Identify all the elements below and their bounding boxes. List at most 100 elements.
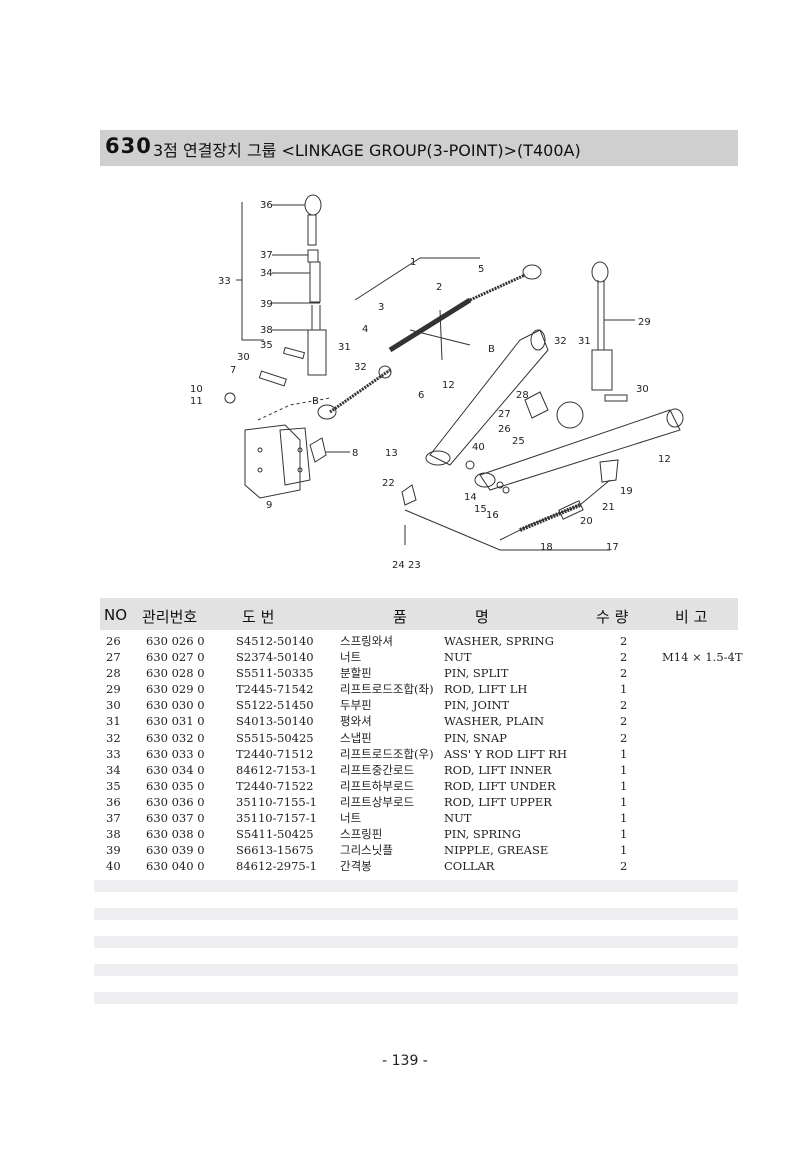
page-title: 3점 연결장치 그룹 <LINKAGE GROUP(3-POINT)>(T400…	[153, 141, 581, 160]
svg-text:17: 17	[606, 542, 619, 553]
svg-text:37: 37	[260, 250, 273, 261]
svg-text:19: 19	[620, 486, 633, 497]
cell-no: 26	[106, 634, 121, 648]
cell-no: 38	[106, 827, 121, 842]
col-code: 관리번호	[142, 608, 198, 626]
cell-code: 630 031 0	[146, 714, 205, 729]
svg-text:8: 8	[352, 448, 358, 459]
cell-no: 34	[106, 762, 121, 777]
col-note: 비 고	[675, 608, 708, 626]
cell-code: 630 033 0	[146, 746, 205, 761]
cell-code: 630 032 0	[146, 730, 205, 745]
cell-drawing: S5411-50425	[236, 827, 314, 842]
cell-code: 630 039 0	[146, 843, 205, 858]
cell-no: 29	[106, 682, 121, 697]
scan-stripes	[94, 880, 738, 1020]
cell-name-en: ROD, LIFT LH	[444, 682, 528, 697]
cell-qty: 2	[620, 634, 628, 648]
cell-name-kr: 리프트중간로드	[340, 762, 415, 777]
cell-code: 630 034 0	[146, 762, 205, 777]
cell-no: 28	[106, 666, 121, 681]
svg-text:39: 39	[260, 299, 273, 310]
cell-note	[662, 762, 752, 778]
svg-text:7: 7	[230, 365, 236, 376]
cell-name-en: COLLAR	[444, 859, 495, 874]
svg-text:24: 24	[392, 560, 405, 571]
cell-qty: 1	[620, 682, 628, 697]
cell-drawing: 35110-7155-1	[236, 794, 317, 809]
cell-note	[662, 730, 752, 746]
cell-note	[662, 858, 752, 874]
svg-text:22: 22	[382, 478, 395, 489]
svg-text:32: 32	[554, 336, 567, 347]
svg-text:21: 21	[602, 502, 615, 513]
cell-name-kr: 리프트로드조합(좌)	[340, 682, 434, 697]
cell-drawing: T2440-71522	[236, 778, 314, 793]
page-number: - 139 -	[382, 1053, 428, 1069]
cell-name-en: ROD, LIFT UPPER	[444, 794, 552, 809]
cell-no: 32	[106, 730, 121, 745]
cell-code: 630 027 0	[146, 650, 205, 665]
svg-text:16: 16	[486, 510, 499, 521]
cell-name-kr: 리프트상부로드	[340, 794, 415, 809]
cell-code: 630 040 0	[146, 859, 205, 874]
svg-text:30: 30	[636, 384, 649, 395]
svg-text:35: 35	[260, 340, 273, 351]
svg-text:38: 38	[260, 325, 273, 336]
cell-qty: 1	[620, 827, 628, 842]
svg-text:B: B	[488, 344, 495, 355]
cell-name-kr: 스프링와셔	[340, 634, 393, 648]
svg-text:25: 25	[512, 436, 525, 447]
col-qty: 수 량	[596, 608, 629, 626]
svg-text:34: 34	[260, 268, 273, 279]
cell-drawing: 35110-7157-1	[236, 811, 317, 826]
cell-qty: 2	[620, 650, 628, 665]
cell-no: 35	[106, 778, 121, 793]
col-drawing: 도 번	[242, 608, 275, 626]
cell-code: 630 038 0	[146, 827, 205, 842]
cell-qty: 2	[620, 859, 628, 874]
cell-name-en: PIN, SPRING	[444, 827, 521, 842]
col-name-1: 품	[393, 608, 407, 626]
cell-name-en: NUT	[444, 650, 472, 665]
cell-code: 630 035 0	[146, 778, 205, 793]
svg-text:6: 6	[418, 390, 424, 401]
cell-name-kr: 분할핀	[340, 666, 372, 681]
svg-text:30: 30	[237, 352, 250, 363]
svg-text:27: 27	[498, 409, 511, 420]
section-number: 630	[105, 134, 152, 158]
cell-code: 630 030 0	[146, 698, 205, 713]
cell-name-en: NIPPLE, GREASE	[444, 843, 549, 858]
title-bar	[100, 130, 738, 166]
svg-text:36: 36	[260, 200, 273, 211]
svg-text:5: 5	[478, 264, 484, 275]
svg-text:12: 12	[658, 454, 671, 465]
cell-no: 39	[106, 843, 121, 858]
cell-qty: 1	[620, 762, 628, 777]
cell-name-en: WASHER, SPRING	[444, 634, 554, 648]
cell-drawing: S6613-15675	[236, 843, 314, 858]
cell-no: 30	[106, 698, 121, 713]
col-name-2: 명	[475, 608, 489, 626]
cell-drawing: S5515-50425	[236, 730, 314, 745]
cell-note	[662, 665, 752, 681]
svg-text:B: B	[312, 396, 319, 407]
svg-text:3: 3	[378, 302, 384, 313]
cell-drawing: S4512-50140	[236, 634, 314, 648]
cell-drawing: S2374-50140	[236, 650, 314, 665]
cell-name-en: ASS' Y ROD LIFT RH	[444, 746, 568, 761]
cell-drawing: 84612-7153-1	[236, 762, 317, 777]
cell-drawing: S5122-51450	[236, 698, 314, 713]
cell-name-en: PIN, SPLIT	[444, 666, 509, 681]
svg-text:12: 12	[442, 380, 455, 391]
svg-text:32: 32	[354, 362, 367, 373]
cell-qty: 1	[620, 778, 628, 793]
